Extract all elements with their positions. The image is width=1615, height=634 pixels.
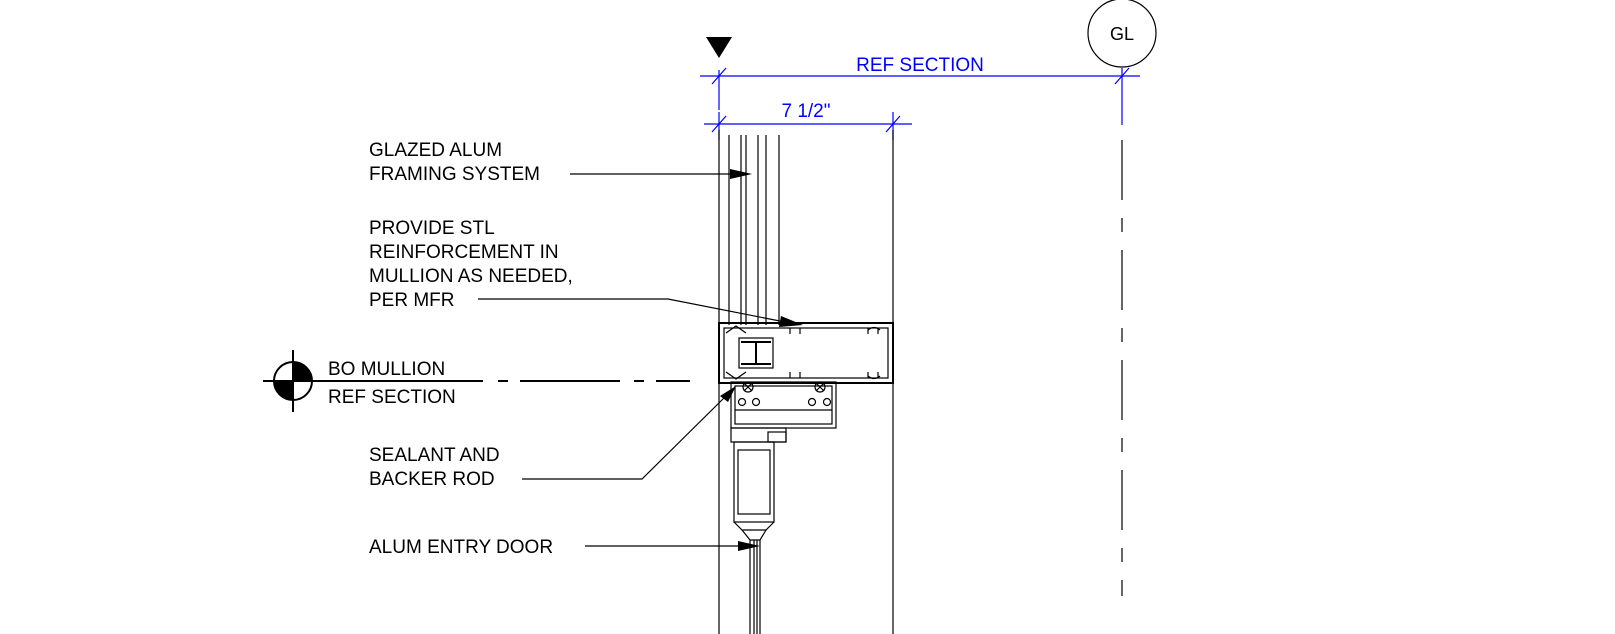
leader-arrow-icon (738, 541, 760, 551)
callout-steel-reinforcement: PROVIDE STL REINFORCEMENT IN MULLION AS … (369, 218, 803, 327)
callout-reinf-line4: PER MFR (369, 290, 455, 311)
grid-bubble-circle (1087, 0, 1157, 68)
horizontal-mullion (718, 322, 894, 384)
leader-arrow-icon (779, 316, 803, 327)
callout-glazed-line2: FRAMING SYSTEM (369, 164, 540, 185)
upper-glazing (728, 135, 780, 325)
leader-arrow-icon (730, 169, 752, 179)
grid-bubble: GL (1087, 0, 1157, 68)
callout-door-text: ALUM ENTRY DOOR (369, 537, 553, 558)
ref-section-dimension-label: REF SECTION (856, 55, 984, 76)
callout-reinf-line2: REINFORCEMENT IN (369, 242, 559, 263)
callout-glazed-line1: GLAZED ALUM (369, 140, 502, 161)
callout-glazed-framing: GLAZED ALUM FRAMING SYSTEM (369, 140, 752, 185)
callout-reinf-line1: PROVIDE STL (369, 218, 495, 239)
ref-section-dimension: REF SECTION (700, 55, 1140, 110)
bo-mullion-marker: BO MULLION REF SECTION (263, 350, 690, 412)
door-head-frame (730, 381, 837, 429)
callout-reinf-line3: MULLION AS NEEDED, (369, 266, 573, 287)
callout-sealant-line1: SEALANT AND (369, 445, 500, 466)
bo-mullion-line2: REF SECTION (328, 387, 456, 408)
door-glazing (749, 540, 761, 634)
level-marker-icon (706, 37, 732, 58)
door-stop (730, 427, 787, 443)
width-dimension: 7 1/2" (704, 101, 912, 140)
elevation-target-fill (293, 362, 312, 381)
leader-arrow-icon (720, 386, 736, 402)
callout-sealant: SEALANT AND BACKER ROD (369, 386, 736, 490)
callout-entry-door: ALUM ENTRY DOOR (369, 537, 760, 558)
grid-bubble-label: GL (1110, 24, 1134, 44)
bo-mullion-line1: BO MULLION (328, 359, 445, 380)
door-stile (733, 441, 775, 541)
callout-sealant-line2: BACKER ROD (369, 469, 495, 490)
width-dimension-label: 7 1/2" (781, 101, 830, 122)
